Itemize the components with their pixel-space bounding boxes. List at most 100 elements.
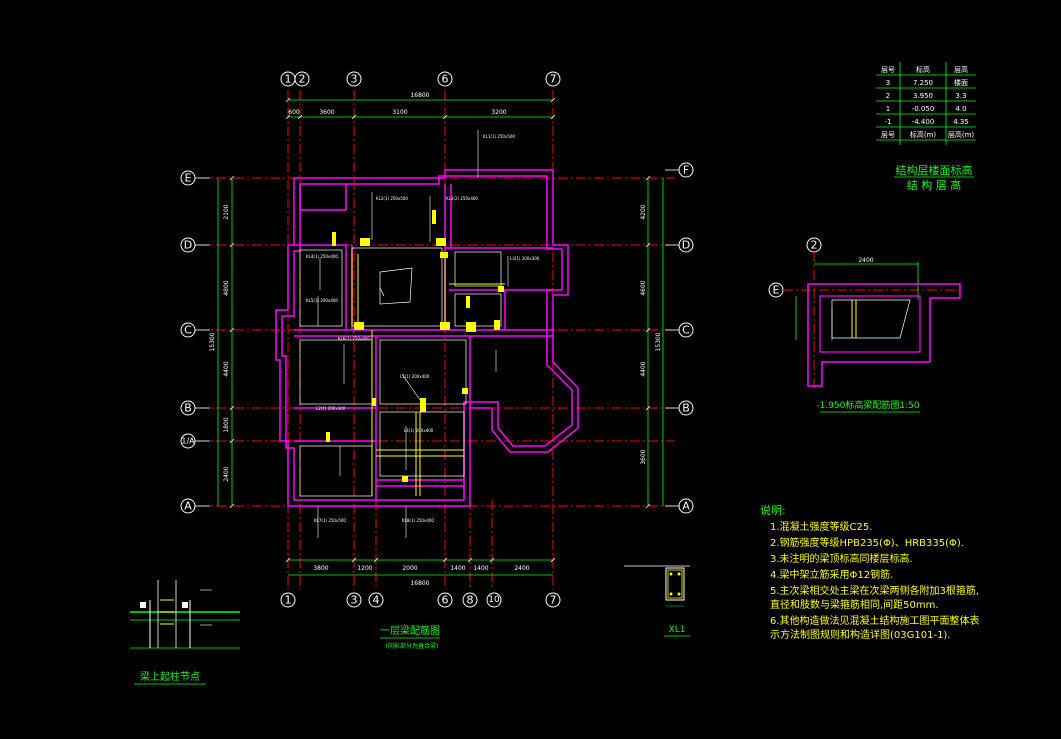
- columns: [326, 210, 504, 482]
- dim-right-2: 4600: [640, 280, 647, 295]
- axis-bottom-4: 4: [373, 594, 380, 607]
- detail-plan: [783, 252, 961, 390]
- detail-dim: 2400: [858, 257, 873, 264]
- beam-lines: [351, 254, 505, 496]
- dim-bottom-6: 2400: [514, 565, 529, 572]
- joint-detail: [130, 580, 240, 649]
- note-item: 6.其他构造做法见混凝土结构施工图平面整体表: [770, 614, 980, 627]
- axis-bottom-1: 1: [285, 594, 292, 607]
- axis-left-B: B: [184, 402, 192, 415]
- axis-right-B: B: [682, 402, 690, 415]
- beam-label-kl5: KL5(1) 200x400: [306, 298, 338, 303]
- beam-label-l3: L3(1) 200x300: [510, 256, 540, 261]
- note-item: 5.主次梁相交处主梁在次梁两侧各附加3根箍筋,: [770, 584, 979, 597]
- table-header-elev: 标高: [916, 65, 930, 74]
- dim-right-total: 15300: [655, 332, 662, 351]
- beam-label-kl4: KL4(1) 250x400: [306, 254, 338, 259]
- section-title: XL1: [669, 625, 686, 635]
- dim-right-3: 4400: [640, 361, 647, 376]
- table-cell: 4.0: [955, 105, 966, 113]
- table-cell: -1: [885, 118, 892, 126]
- table-cell: 7.250: [913, 79, 933, 87]
- beam-label-kl7: KL7(1) 250x500: [314, 518, 346, 523]
- axis-top-1: 1: [285, 73, 292, 86]
- dim-left-5: 2400: [223, 466, 230, 481]
- axis-top-3: 3: [351, 73, 358, 86]
- note-item: 示方法制图规则和构造详图(03G101-1).: [770, 628, 951, 641]
- dimension-lines: [217, 99, 664, 576]
- note-item: 4.梁中架立筋采用Φ12钢筋.: [770, 568, 893, 581]
- dim-bottom-5: 1400: [473, 565, 488, 572]
- axis-left-1A: 1/A: [181, 437, 195, 446]
- note-item: 2.钢筋强度等级HPB235(Φ)、HRB335(Φ).: [770, 536, 964, 549]
- axis-right-D: D: [682, 239, 690, 252]
- dim-right-4: 3600: [640, 449, 647, 464]
- level-table: [876, 62, 976, 145]
- axis-bottom-6: 6: [442, 594, 449, 607]
- beam-label-l1: L1(1) 200x400: [400, 374, 430, 379]
- dim-bottom-1: 3800: [313, 565, 328, 572]
- axis-left-D: D: [184, 239, 192, 252]
- beam-label-kl1: KL1(1) 250x500: [483, 134, 515, 139]
- table-cell: 3.3: [955, 92, 966, 100]
- axis-bottom-8: 8: [467, 594, 474, 607]
- table-cell: -0.050: [912, 105, 935, 113]
- main-plan-title: 一层梁配筋图: [380, 624, 440, 637]
- table-footer: 层高(m): [948, 130, 975, 139]
- axis-right-C: C: [682, 324, 690, 337]
- axis-top-7: 7: [550, 73, 557, 86]
- axis-bottom-7: 7: [550, 594, 557, 607]
- table-cell: -4.400: [912, 118, 935, 126]
- axis-right-A: A: [682, 500, 690, 513]
- table-header-layer: 层号: [881, 66, 895, 74]
- section-xl1: [624, 565, 690, 607]
- axis-bottom-3: 3: [351, 594, 358, 607]
- note-item: 3.未注明的梁顶标高同楼层标高.: [770, 552, 913, 565]
- dim-left-3: 4400: [223, 361, 230, 376]
- dim-bottom-total: 16800: [410, 580, 429, 587]
- axis-bubbles: [180, 71, 822, 608]
- table-cell: 3: [886, 79, 890, 87]
- note-item: 直径和肢数与梁箍筋相同,间距50mm.: [770, 598, 939, 611]
- dim-top-total: 16800: [410, 92, 429, 99]
- table-footer: 层号: [881, 131, 895, 139]
- dim-top-2: 3600: [319, 109, 334, 116]
- axis-left-C: C: [184, 324, 192, 337]
- beam-label-kl6: KL6(1) 250x400: [338, 336, 370, 341]
- beam-leaders: [317, 130, 509, 538]
- dim-top-1: 600: [288, 109, 300, 116]
- detail-axis-E: E: [773, 284, 780, 297]
- notes-heading: 说明:: [760, 503, 786, 517]
- inner-edges: [299, 247, 502, 497]
- table-header-height: 层高: [954, 65, 968, 74]
- table-caption-1: 结构层楼面标高: [896, 163, 973, 177]
- dimension-ticks: [229, 97, 651, 563]
- table-cell: 1: [886, 105, 890, 113]
- beam-label-l2: L2(1) 200x300: [316, 406, 346, 411]
- table-cell: 3.950: [913, 92, 933, 100]
- dim-left-4: 1800: [223, 417, 230, 432]
- dim-right-1: 4200: [640, 204, 647, 219]
- table-footer: 标高(m): [910, 130, 937, 139]
- dim-left-2: 4800: [223, 280, 230, 295]
- dim-bottom-3: 2000: [402, 565, 417, 572]
- axis-top-2: 2: [299, 73, 306, 86]
- dim-bottom-4: 1400: [450, 565, 465, 572]
- axis-top-6: 6: [442, 73, 449, 86]
- table-cell: 2: [886, 92, 890, 100]
- beam-label-kl8: KL8(1) 250x400: [402, 518, 434, 523]
- dim-bottom-2: 1200: [357, 565, 372, 572]
- table-caption-2: 结 构 层 高: [907, 178, 962, 192]
- beam-label-l4: L4(1) 200x400: [404, 428, 434, 433]
- note-item: 1.混凝土强度等级C25.: [770, 520, 872, 533]
- axis-bottom-10: 10: [488, 595, 500, 605]
- detail-axis-2: 2: [811, 239, 818, 252]
- axis-right-F: F: [683, 164, 689, 177]
- beam-label-kl3: KL3(2) 250x400: [446, 196, 478, 201]
- table-cell: 4.35: [953, 118, 969, 126]
- axis-left-A: A: [184, 500, 192, 513]
- main-plan-subtitle: (阴影部分为叠合梁): [386, 642, 439, 650]
- dim-left-total: 15300: [209, 332, 216, 351]
- joint-detail-title: 梁上起柱节点: [140, 670, 200, 683]
